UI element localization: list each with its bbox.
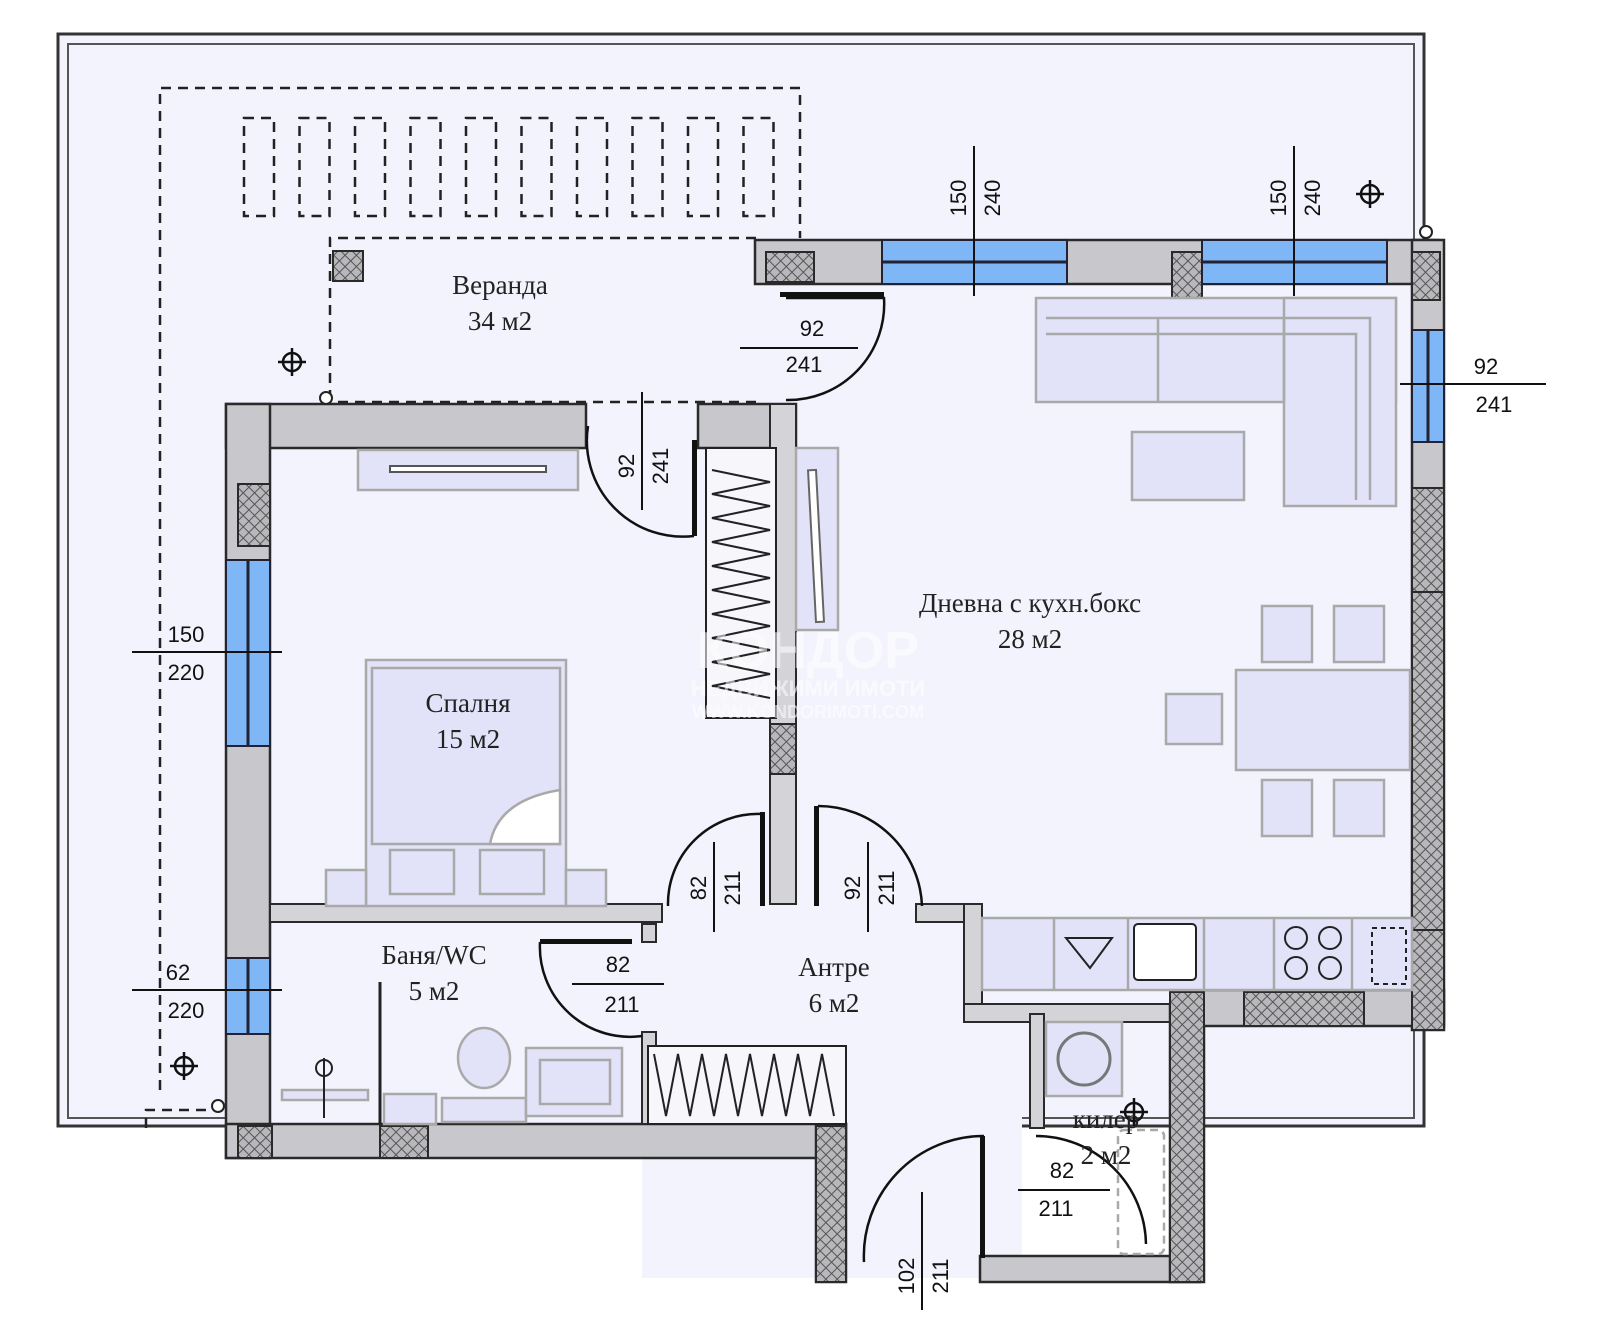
bedroom-dresser (356, 448, 580, 492)
dim-door-bathroom-height: 211 (604, 992, 639, 1017)
room-name-living: Дневна с кухн.бокс (919, 588, 1141, 618)
room-name-bathroom: Баня/WC (381, 940, 486, 970)
dimension-lines (132, 146, 1546, 1310)
dim-window-bathroom-width: 62 (166, 960, 190, 985)
dim-window-bathroom-height: 220 (168, 998, 205, 1023)
dim-door-bedroom-height: 211 (720, 870, 745, 905)
dim-window-right-width: 92 (1474, 354, 1498, 379)
dim-window-bedroom-height: 220 (168, 660, 205, 685)
light-fixtures (170, 180, 1433, 1126)
sofa (1034, 296, 1398, 508)
wardrobe (705, 447, 777, 719)
dining-set (1164, 604, 1412, 838)
pergola-slat (742, 116, 775, 218)
doors (538, 292, 1148, 1263)
watermark-brand: КОНДОР (697, 622, 919, 680)
pergola-slat (242, 116, 276, 218)
pergola-slat (520, 116, 553, 218)
hall-wardrobe (647, 1045, 847, 1125)
dim-door-entrance-height: 211 (928, 1258, 953, 1293)
pergola-slat (631, 116, 664, 218)
dim-door-veranda-bedroom-height: 241 (648, 448, 673, 485)
room-name-bedroom: Спалня (425, 688, 510, 718)
bed (324, 658, 608, 908)
room-area-bedroom: 15 м2 (436, 724, 500, 754)
dimension-labels: 150 240 150 240 92 241 92 241 92 241 150… (166, 180, 1513, 1295)
boiler (1044, 1020, 1166, 1256)
dim-door-living-width: 92 (840, 876, 865, 900)
coffee-table (1130, 430, 1246, 502)
room-name-veranda: Веранда (452, 270, 548, 300)
dim-door-storage-height: 211 (1038, 1196, 1073, 1221)
pergola-slat (686, 116, 720, 218)
room-area-hall: 6 м2 (809, 988, 860, 1018)
watermark-line3: WWW.KONDORIMOTI.COM (692, 702, 924, 722)
dim-door-entrance-width: 102 (894, 1258, 919, 1295)
room-area-living: 28 м2 (998, 624, 1062, 654)
bathroom-fixtures (280, 982, 624, 1126)
dim-window-top-left-width: 150 (946, 180, 971, 217)
dim-door-veranda-bedroom-width: 92 (614, 454, 639, 478)
pergola-slat (298, 116, 331, 218)
pergola-slat (409, 116, 442, 218)
pergola-slats (242, 116, 775, 218)
pergola-slat (353, 116, 387, 218)
pergola-slat (464, 116, 498, 218)
dim-window-top-right-height: 240 (1300, 180, 1325, 217)
columns (237, 250, 1445, 1283)
dim-door-bathroom-width: 82 (606, 952, 630, 977)
pergola-slat (575, 116, 609, 218)
kitchen-counter (980, 916, 1414, 992)
pergola-outline (144, 86, 802, 1128)
watermark-line2: НЕДВИЖИМИ ИМОТИ (691, 676, 925, 701)
dim-door-veranda-living-width: 92 (800, 316, 824, 341)
room-name-hall: Антре (798, 952, 870, 982)
tv-unit (794, 446, 840, 632)
dim-door-living-height: 211 (874, 870, 899, 905)
room-area-bathroom: 5 м2 (409, 976, 460, 1006)
dim-window-top-right-width: 150 (1266, 180, 1291, 217)
room-name-storage: килер (1073, 1104, 1140, 1134)
room-area-storage: 2 м2 (1081, 1140, 1132, 1170)
dim-door-storage-width: 82 (1050, 1158, 1074, 1183)
dim-window-right-height: 241 (1476, 392, 1513, 417)
dim-door-veranda-living-height: 241 (786, 352, 823, 377)
room-labels: Веранда 34 м2 Дневна с кухн.бокс 28 м2 С… (381, 270, 1141, 1170)
room-area-veranda: 34 м2 (468, 306, 532, 336)
watermark: КОНДОР НЕДВИЖИМИ ИМОТИ WWW.KONDORIMOTI.C… (691, 622, 925, 722)
dim-window-bedroom-width: 150 (168, 622, 205, 647)
dim-door-bedroom-width: 82 (686, 876, 711, 900)
dim-window-top-left-height: 240 (980, 180, 1005, 217)
